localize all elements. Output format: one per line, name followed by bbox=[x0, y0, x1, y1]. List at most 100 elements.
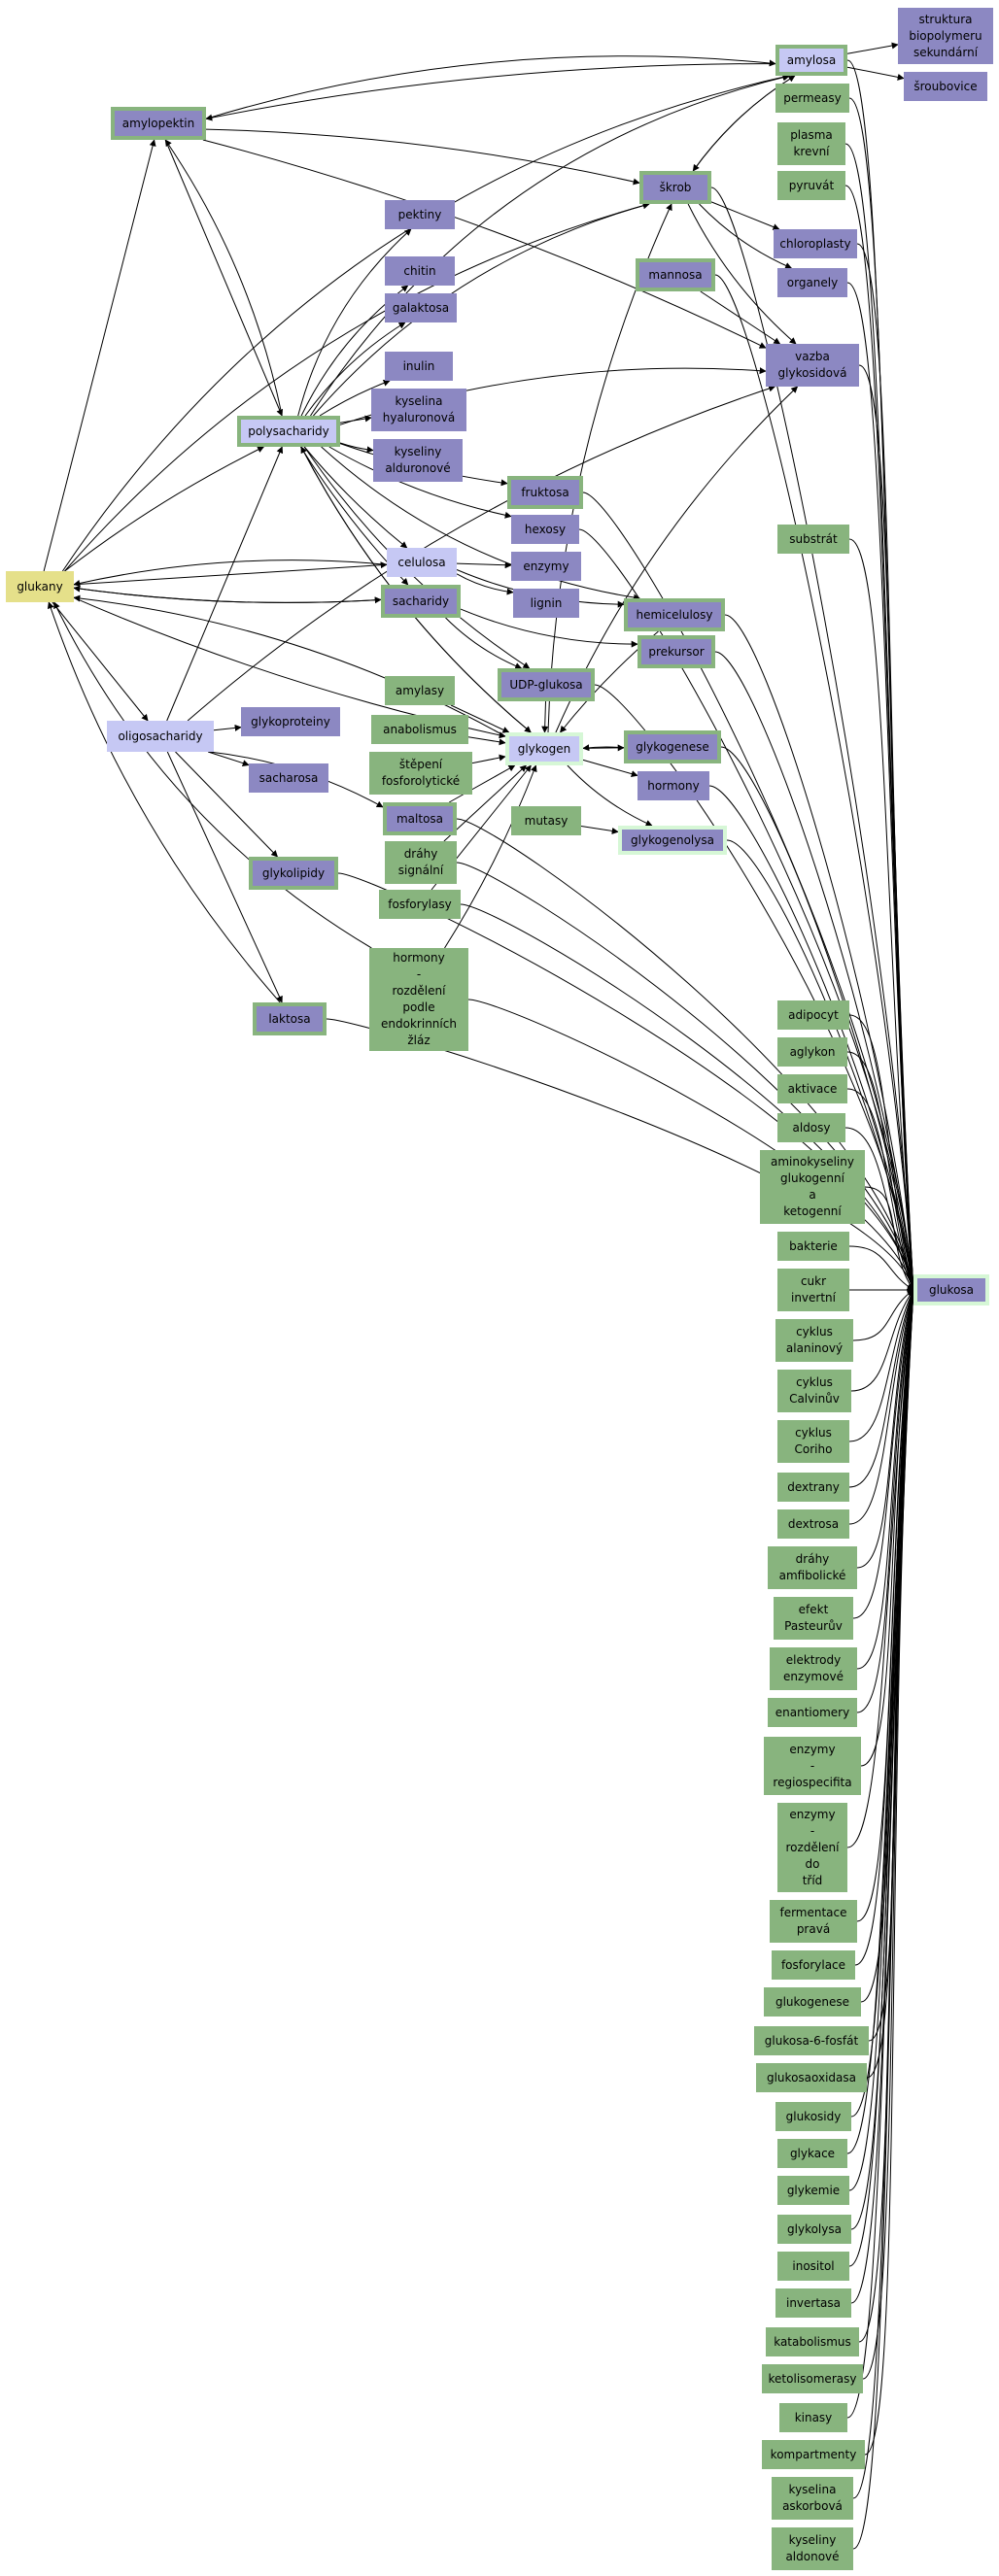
node-pyruvat[interactable]: pyruvát bbox=[777, 171, 845, 200]
node-organely[interactable]: organely bbox=[777, 268, 847, 297]
node-glukosa-6-fosfat[interactable]: glukosa-6-fosfát bbox=[754, 2026, 869, 2055]
node-kyseliny-alduronove[interactable]: kyseliny alduronové bbox=[373, 439, 463, 482]
node-glykolipidy[interactable]: glykolipidy bbox=[249, 857, 338, 890]
node-pektiny[interactable]: pektiny bbox=[385, 200, 455, 229]
node-struktura-biopolymeru-sekundarni[interactable]: struktura biopolymeru sekundární bbox=[898, 8, 993, 64]
node-prekursor[interactable]: prekursor bbox=[637, 635, 715, 668]
node-dextrany[interactable]: dextrany bbox=[777, 1473, 849, 1502]
node-inositol[interactable]: inositol bbox=[777, 2252, 849, 2281]
node-enzymy-rozdeleni-do-trid[interactable]: enzymy - rozdělení do tříd bbox=[777, 1803, 847, 1892]
node-plasma-krevni[interactable]: plasma krevní bbox=[777, 122, 845, 165]
node-stepeni-fosforolyticke[interactable]: štěpení fosforolytické bbox=[369, 752, 472, 795]
node-anabolismus[interactable]: anabolismus bbox=[371, 715, 468, 744]
node-hormony-rozdeleni-podle-endokrinnich-zlaz[interactable]: hormony - rozdělení podle endokrinních ž… bbox=[369, 948, 468, 1051]
node-glykoproteiny[interactable]: glykoproteiny bbox=[241, 707, 340, 736]
node-sroubovice[interactable]: šroubovice bbox=[904, 72, 987, 101]
node-drahy-signalni[interactable]: dráhy signální bbox=[385, 841, 457, 884]
node-efekt-pasteuruv[interactable]: efekt Pasteurův bbox=[774, 1597, 853, 1640]
node-bakterie[interactable]: bakterie bbox=[777, 1232, 849, 1261]
edge-sacharidy-udp bbox=[445, 617, 523, 669]
edge-glykogen-glukany bbox=[73, 594, 506, 737]
node-drahy-amfibolicke[interactable]: dráhy amfibolické bbox=[768, 1546, 857, 1589]
node-substrat[interactable]: substrát bbox=[777, 525, 849, 554]
node-kompartmenty[interactable]: kompartmenty bbox=[762, 2440, 865, 2469]
node-glykolysa[interactable]: glykolysa bbox=[777, 2215, 851, 2244]
node-glykogenese[interactable]: glykogenese bbox=[624, 730, 721, 763]
node-aminokyseliny-glukogenni-a-ketogenni[interactable]: aminokyseliny glukogenní a ketogenní bbox=[760, 1150, 865, 1224]
node-lignin[interactable]: lignin bbox=[513, 589, 579, 618]
node-glukosa[interactable]: glukosa bbox=[913, 1274, 989, 1305]
edge-hormony2-glykogen bbox=[444, 764, 537, 949]
node-glukany[interactable]: glukany bbox=[6, 571, 74, 602]
edge-glukany-skrob bbox=[64, 202, 650, 572]
node-cukr-invertni[interactable]: cukr invertní bbox=[777, 1269, 849, 1311]
node-kyselina-askorbova[interactable]: kyselina askorbová bbox=[772, 2477, 853, 2520]
node-glykogenolysa[interactable]: glykogenolysa bbox=[618, 826, 727, 855]
node-amylasy[interactable]: amylasy bbox=[385, 676, 455, 705]
node-fermentace-prava[interactable]: fermentace pravá bbox=[770, 1900, 857, 1943]
node-invertasa[interactable]: invertasa bbox=[775, 2288, 851, 2318]
node-chitin[interactable]: chitin bbox=[385, 256, 455, 286]
node-udp-glukosa[interactable]: UDP-glukosa bbox=[498, 668, 595, 701]
node-elektrody-enzymove[interactable]: elektrody enzymové bbox=[770, 1647, 857, 1690]
node-skrob[interactable]: škrob bbox=[639, 171, 711, 204]
node-celulosa[interactable]: celulosa bbox=[387, 548, 457, 577]
node-laktosa[interactable]: laktosa bbox=[253, 1002, 327, 1035]
edge-hormony2-glukosa bbox=[467, 999, 915, 1291]
node-aglykon[interactable]: aglykon bbox=[777, 1037, 847, 1067]
node-mannosa[interactable]: mannosa bbox=[636, 258, 715, 291]
node-vazba-glykosidova[interactable]: vazba glykosidová bbox=[766, 344, 859, 387]
node-kyselina-hyaluronova[interactable]: kyselina hyaluronová bbox=[371, 389, 466, 431]
node-cyklus-coriho[interactable]: cyklus Coriho bbox=[777, 1420, 849, 1463]
edge-cyk_alan-glukosa bbox=[852, 1289, 914, 1341]
node-hormony[interactable]: hormony bbox=[637, 771, 709, 800]
node-sacharidy[interactable]: sacharidy bbox=[381, 585, 461, 618]
node-chloroplasty[interactable]: chloroplasty bbox=[774, 229, 857, 258]
node-permeasy[interactable]: permeasy bbox=[775, 84, 849, 113]
node-fruktosa[interactable]: fruktosa bbox=[507, 476, 583, 509]
node-galaktosa[interactable]: galaktosa bbox=[385, 293, 457, 322]
node-adipocyt[interactable]: adipocyt bbox=[777, 1000, 849, 1030]
node-dextrosa[interactable]: dextrosa bbox=[777, 1509, 849, 1539]
node-enzymy-regiospecifita[interactable]: enzymy - regiospecifita bbox=[764, 1737, 861, 1795]
node-fosforylasy[interactable]: fosforylasy bbox=[379, 890, 461, 919]
node-glykemie[interactable]: glykemie bbox=[777, 2176, 849, 2205]
node-glykace[interactable]: glykace bbox=[777, 2139, 847, 2168]
node-inulin[interactable]: inulin bbox=[385, 352, 453, 381]
edge-skrob-vazba bbox=[687, 203, 797, 345]
node-glukogenese[interactable]: glukogenese bbox=[764, 1987, 861, 2017]
edge-amylopektin-polysacharidy bbox=[164, 139, 283, 417]
node-glukosidy[interactable]: glukosidy bbox=[775, 2102, 851, 2131]
node-sacharosa[interactable]: sacharosa bbox=[249, 763, 328, 793]
node-amylosa[interactable]: amylosa bbox=[775, 45, 847, 76]
node-amylopektin[interactable]: amylopektin bbox=[111, 107, 206, 140]
node-enantiomery[interactable]: enantiomery bbox=[768, 1698, 857, 1727]
node-fosforylace[interactable]: fosforylace bbox=[772, 1950, 855, 1980]
node-polysacharidy[interactable]: polysacharidy bbox=[237, 416, 340, 447]
node-glykogen[interactable]: glykogen bbox=[505, 732, 583, 765]
node-oligosacharidy[interactable]: oligosacharidy bbox=[107, 721, 214, 752]
edge-polysacharidy-hemicelulosy bbox=[321, 446, 640, 601]
edge-amylopektin-skrob bbox=[205, 128, 640, 186]
edge-kys_aldon-glukosa bbox=[852, 1289, 917, 2550]
edge-polysacharidy-skrob bbox=[313, 202, 650, 417]
node-kinasy[interactable]: kinasy bbox=[779, 2403, 847, 2432]
node-cyklus-alaninovy[interactable]: cyklus alaninový bbox=[775, 1319, 853, 1362]
edge-efekt-glukosa bbox=[852, 1289, 916, 1619]
node-enzymy[interactable]: enzymy bbox=[511, 552, 581, 581]
node-cyklus-calvinuv[interactable]: cyklus Calvinův bbox=[777, 1370, 851, 1412]
node-hexosy[interactable]: hexosy bbox=[511, 515, 579, 544]
node-kyseliny-aldonove[interactable]: kyseliny aldonové bbox=[772, 2527, 853, 2570]
node-mutasy[interactable]: mutasy bbox=[511, 806, 581, 835]
node-katabolismus[interactable]: katabolismus bbox=[766, 2327, 859, 2356]
node-maltosa[interactable]: maltosa bbox=[383, 802, 457, 835]
edge-amylosa-amylopektin bbox=[205, 63, 776, 121]
edge-fruktosa-glukosa bbox=[582, 491, 916, 1291]
node-glukosaoxidasa[interactable]: glukosaoxidasa bbox=[756, 2063, 867, 2092]
node-aldosy[interactable]: aldosy bbox=[777, 1113, 845, 1142]
node-ketolisomerasy[interactable]: ketolisomerasy bbox=[762, 2364, 863, 2393]
edge-amylopektin-vazba bbox=[202, 139, 767, 349]
node-hemicelulosy[interactable]: hemicelulosy bbox=[624, 598, 725, 631]
node-aktivace[interactable]: aktivace bbox=[777, 1074, 847, 1103]
